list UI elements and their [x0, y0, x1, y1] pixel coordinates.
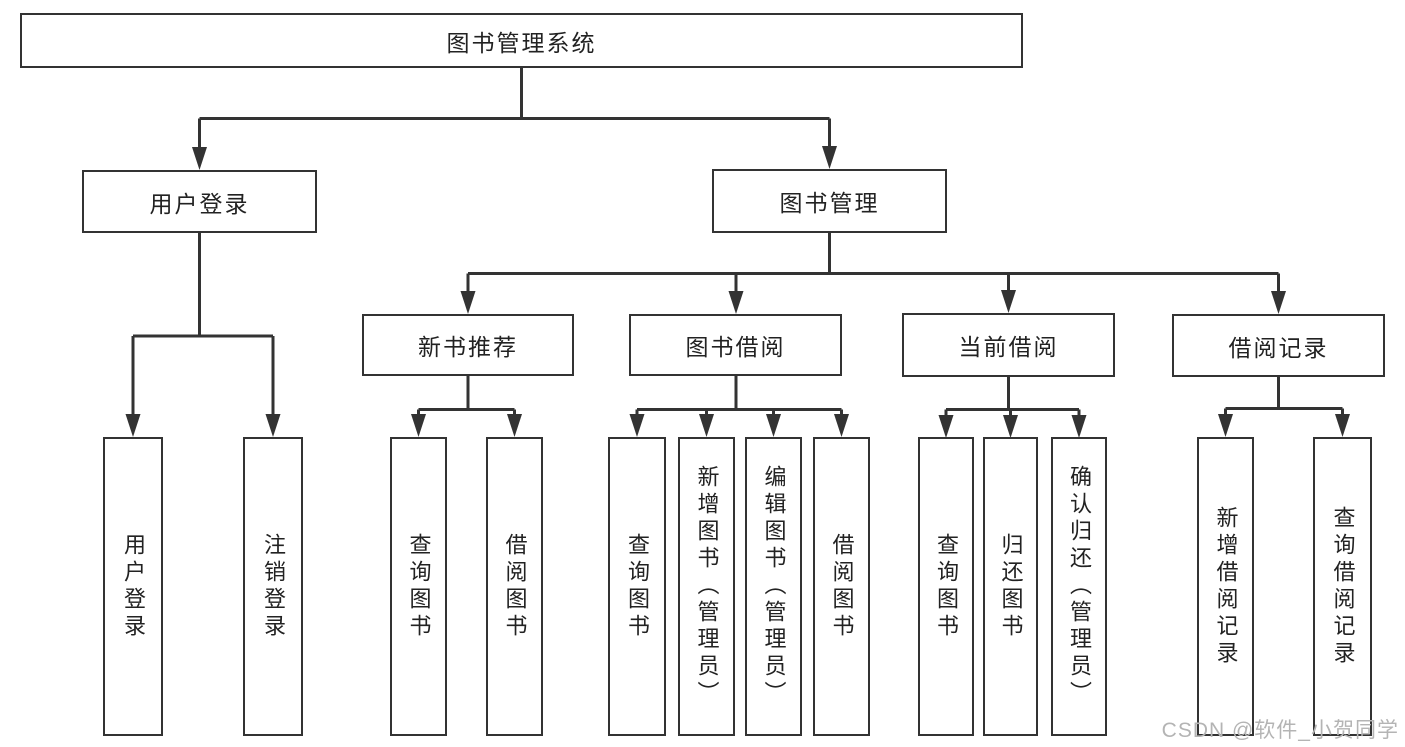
- node-borrow-records-label: 借阅记录: [1228, 334, 1329, 361]
- node-user-login-label: 用户登录: [149, 190, 250, 217]
- node-current-borrow: 当前借阅: [902, 313, 1115, 377]
- arrowheads: [125, 146, 1350, 438]
- leaf-current-confirm-return-admin: 确认归还（管理员）: [1051, 437, 1107, 736]
- node-new-book-recommend: 新书推荐: [362, 314, 574, 376]
- leaf-recommend-borrow-book: 借阅图书: [486, 437, 543, 736]
- leaf-logout-label: 注销登录: [261, 532, 286, 641]
- node-new-book-recommend-label: 新书推荐: [418, 334, 518, 360]
- leaf-current-confirm-return-admin-label: 确认归还（管理员）: [1067, 465, 1092, 708]
- leaf-recommend-borrow-book-label: 借阅图书: [502, 532, 528, 641]
- leaf-current-query-book: 查询图书: [918, 437, 974, 736]
- leaf-query-borrow-record-label: 查询借阅记录: [1330, 505, 1356, 668]
- leaf-recommend-query-book: 查询图书: [390, 437, 447, 736]
- leaf-borrow-add-book-admin-label: 新增图书（管理员）: [694, 465, 720, 708]
- leaf-user-login-label: 用户登录: [121, 532, 146, 641]
- leaf-current-query-book-label: 查询图书: [934, 532, 959, 641]
- node-borrow-records: 借阅记录: [1172, 314, 1385, 377]
- node-book-borrow-label: 图书借阅: [685, 334, 786, 360]
- leaf-borrow-borrow-book-label: 借阅图书: [829, 532, 855, 641]
- node-root-library-system: 图书管理系统: [20, 13, 1023, 68]
- leaf-borrow-edit-book-admin: 编辑图书（管理员）: [745, 437, 802, 736]
- leaf-borrow-borrow-book: 借阅图书: [813, 437, 870, 736]
- node-book-borrow: 图书借阅: [629, 314, 842, 376]
- node-book-management-label: 图书管理: [779, 190, 880, 216]
- leaf-logout: 注销登录: [243, 437, 303, 736]
- leaf-borrow-add-book-admin: 新增图书（管理员）: [678, 437, 735, 736]
- leaf-current-return-book-label: 归还图书: [998, 532, 1024, 641]
- leaf-recommend-query-book-label: 查询图书: [406, 532, 432, 641]
- node-current-borrow-label: 当前借阅: [958, 334, 1059, 360]
- leaf-borrow-edit-book-admin-label: 编辑图书（管理员）: [761, 465, 787, 708]
- node-user-login: 用户登录: [82, 170, 317, 233]
- leaf-add-borrow-record-label: 新增借阅记录: [1213, 505, 1239, 668]
- csdn-watermark: CSDN @软件_小贺同学: [1161, 719, 1399, 742]
- leaf-add-borrow-record: 新增借阅记录: [1197, 437, 1254, 736]
- leaf-query-borrow-record: 查询借阅记录: [1313, 437, 1372, 736]
- leaf-borrow-query-book-label: 查询图书: [625, 532, 650, 641]
- leaf-user-login: 用户登录: [103, 437, 163, 736]
- node-root-label: 图书管理系统: [446, 29, 597, 56]
- node-book-management: 图书管理: [712, 169, 947, 233]
- leaf-current-return-book: 归还图书: [983, 437, 1038, 736]
- leaf-borrow-query-book: 查询图书: [608, 437, 666, 736]
